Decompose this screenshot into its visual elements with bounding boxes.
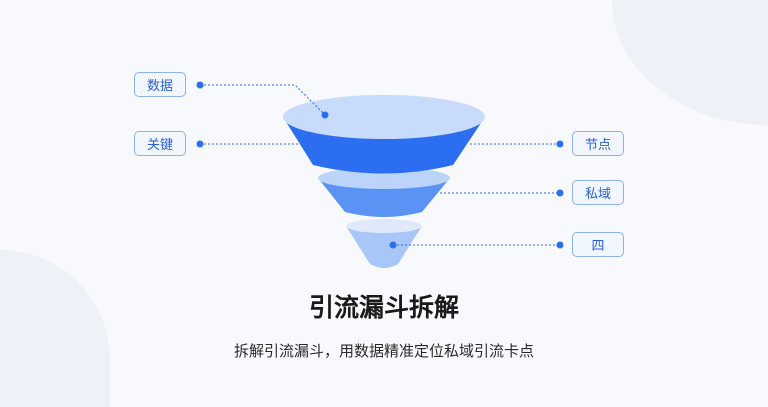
funnel-tier-3: [346, 219, 422, 268]
page-subtitle: 拆解引流漏斗，用数据精准定位私域引流卡点: [233, 342, 534, 360]
label-data: 数据: [134, 72, 186, 97]
page-title: 引流漏斗拆解: [308, 293, 459, 322]
label-four: 四: [572, 232, 624, 257]
funnel-tier-1: [283, 95, 485, 174]
funnel-tier-2: [318, 167, 450, 217]
label-key: 关键: [134, 131, 186, 156]
connector-dots: [196, 81, 564, 249]
label-node: 节点: [572, 131, 624, 156]
connector-lines: [200, 84, 560, 246]
label-private: 私域: [572, 180, 624, 205]
